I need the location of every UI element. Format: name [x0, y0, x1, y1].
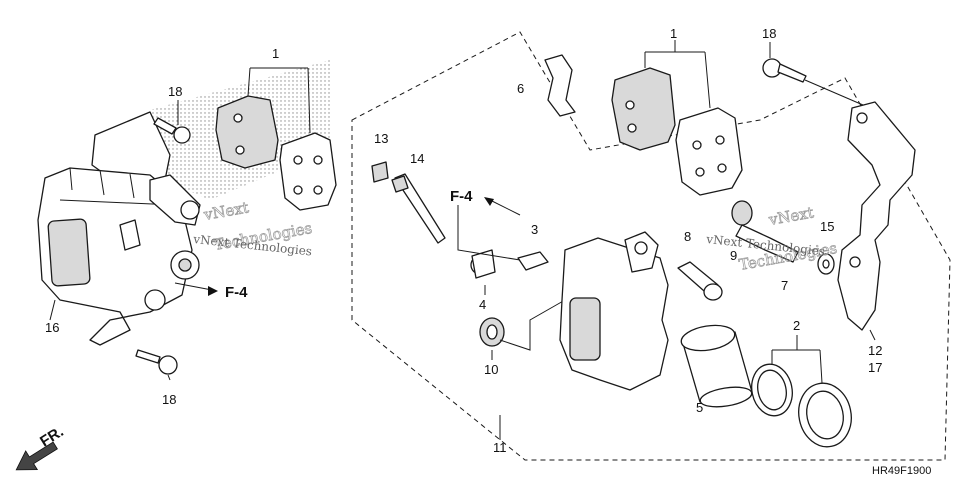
left-f4-arrowhead	[208, 286, 218, 296]
right-top-bolt-head	[762, 58, 782, 78]
right-top-bolt-leader	[769, 42, 871, 109]
callout-retainer-spring: 6	[517, 81, 524, 96]
left-pad-inner-hole-b	[235, 145, 245, 155]
bleeder-valve	[517, 251, 549, 271]
ref-f4-mid: F-4	[450, 188, 473, 205]
right-pad-outer-hole-a	[692, 140, 702, 150]
left-bottom-bolt-head	[158, 355, 178, 375]
left-top-bolt-head	[173, 126, 191, 144]
right-pad-outer-hole-c	[695, 167, 705, 177]
callout-pin-boot-right: 9	[730, 248, 737, 263]
caliper-port-inner	[178, 258, 192, 272]
watermark-right-top: vNext	[767, 203, 815, 229]
right-pad-leader	[644, 40, 711, 109]
left-bottom-bolt	[135, 349, 161, 364]
callout-pad-set-right: 1	[670, 26, 677, 41]
caliper-bracket	[837, 101, 916, 331]
callout-caliper-body: 11	[493, 440, 507, 455]
retainer-spring	[544, 54, 576, 117]
left-pad-outer-hole-c	[293, 185, 303, 195]
caliper-pin-head	[144, 289, 166, 311]
callout-pad-set-left: 1	[272, 46, 279, 61]
caliper-body-lug-hole	[634, 241, 648, 255]
mid-f4-arrow	[489, 199, 521, 216]
callout-bolt-right-top: 18	[762, 26, 776, 41]
caliper-bleeder-cap	[180, 200, 200, 220]
left-pad-inner-hole-a	[233, 113, 243, 123]
callout-bleeder-valve: 3	[531, 222, 538, 237]
piston-seal-inner	[757, 369, 787, 411]
bleeder-cap	[371, 161, 389, 183]
callout-pad-pin: 14	[410, 151, 424, 166]
pad-pin-head	[391, 175, 409, 193]
caliper-body-window	[569, 297, 601, 361]
front-arrow	[15, 441, 58, 471]
right-pad-inner-hole-a	[625, 100, 635, 110]
bracket-leader	[869, 329, 876, 341]
front-arrow-label: FR.	[37, 423, 67, 450]
seal-set-leader	[771, 335, 823, 384]
boot-sleeve	[731, 200, 753, 226]
dust-seal-inner	[806, 390, 844, 440]
bracket-hole-a	[856, 112, 868, 124]
callout-piston: 5	[696, 400, 703, 415]
piston-face	[680, 324, 736, 352]
callout-bolt-left-bottom: 18	[162, 392, 176, 407]
caliper-top-ribs	[59, 167, 176, 206]
right-pad-outer-hole-b	[715, 135, 725, 145]
callout-bracket-bolt-set: 4	[479, 297, 486, 312]
slide-pin-end	[703, 283, 723, 301]
left-pad-outer-hole-a	[293, 155, 303, 165]
pad-pin	[394, 173, 446, 244]
callout-pin-boot: 10	[484, 362, 498, 377]
left-pad-outer	[279, 132, 337, 211]
callout-slide-pin: 8	[684, 229, 691, 244]
callout-bracket-a: 12	[868, 343, 882, 358]
callout-seal-set: 2	[793, 318, 800, 333]
bracket-hole-b	[849, 256, 861, 268]
right-pad-inner	[611, 67, 676, 151]
watermark-left-top: vNext	[202, 198, 250, 224]
left-pad-outer-hole-d	[313, 185, 323, 195]
boot-sleeve-body	[735, 224, 799, 263]
callout-boot-sleeve: 7	[781, 278, 788, 293]
right-pad-outer-hole-d	[717, 163, 727, 173]
mid-leaders	[457, 205, 566, 360]
front-arrow-icon	[15, 441, 58, 471]
left-pad-outer-hole-b	[313, 155, 323, 165]
bracket-bolt-body	[471, 249, 496, 279]
left-pad-inner	[215, 95, 279, 169]
right-pad-outer	[675, 107, 743, 196]
exploded-view-group	[351, 31, 951, 461]
mid-f4-arrowhead	[484, 197, 494, 206]
assembled-caliper-group	[37, 60, 337, 381]
left-leaders	[49, 67, 311, 381]
callout-caliper-assembly: 16	[45, 320, 59, 335]
caliper-window	[47, 218, 91, 287]
boot-ring-inner	[822, 259, 830, 269]
caliper-bolt-left	[119, 219, 141, 251]
pin-boot-inner	[486, 324, 498, 340]
right-pad-inner-hole-b	[627, 123, 637, 133]
diagram-code: HR49F1900	[872, 465, 931, 477]
callout-bracket-b: 17	[868, 360, 882, 375]
callout-bleeder-cap: 13	[374, 131, 388, 146]
callout-bolt-left-top: 18	[168, 84, 182, 99]
left-top-bolt	[153, 117, 177, 135]
left-f4-arrow	[174, 282, 213, 291]
callout-boot-ring: 15	[820, 219, 834, 234]
ref-f4-left: F-4	[225, 284, 248, 301]
right-top-bolt	[777, 63, 807, 83]
